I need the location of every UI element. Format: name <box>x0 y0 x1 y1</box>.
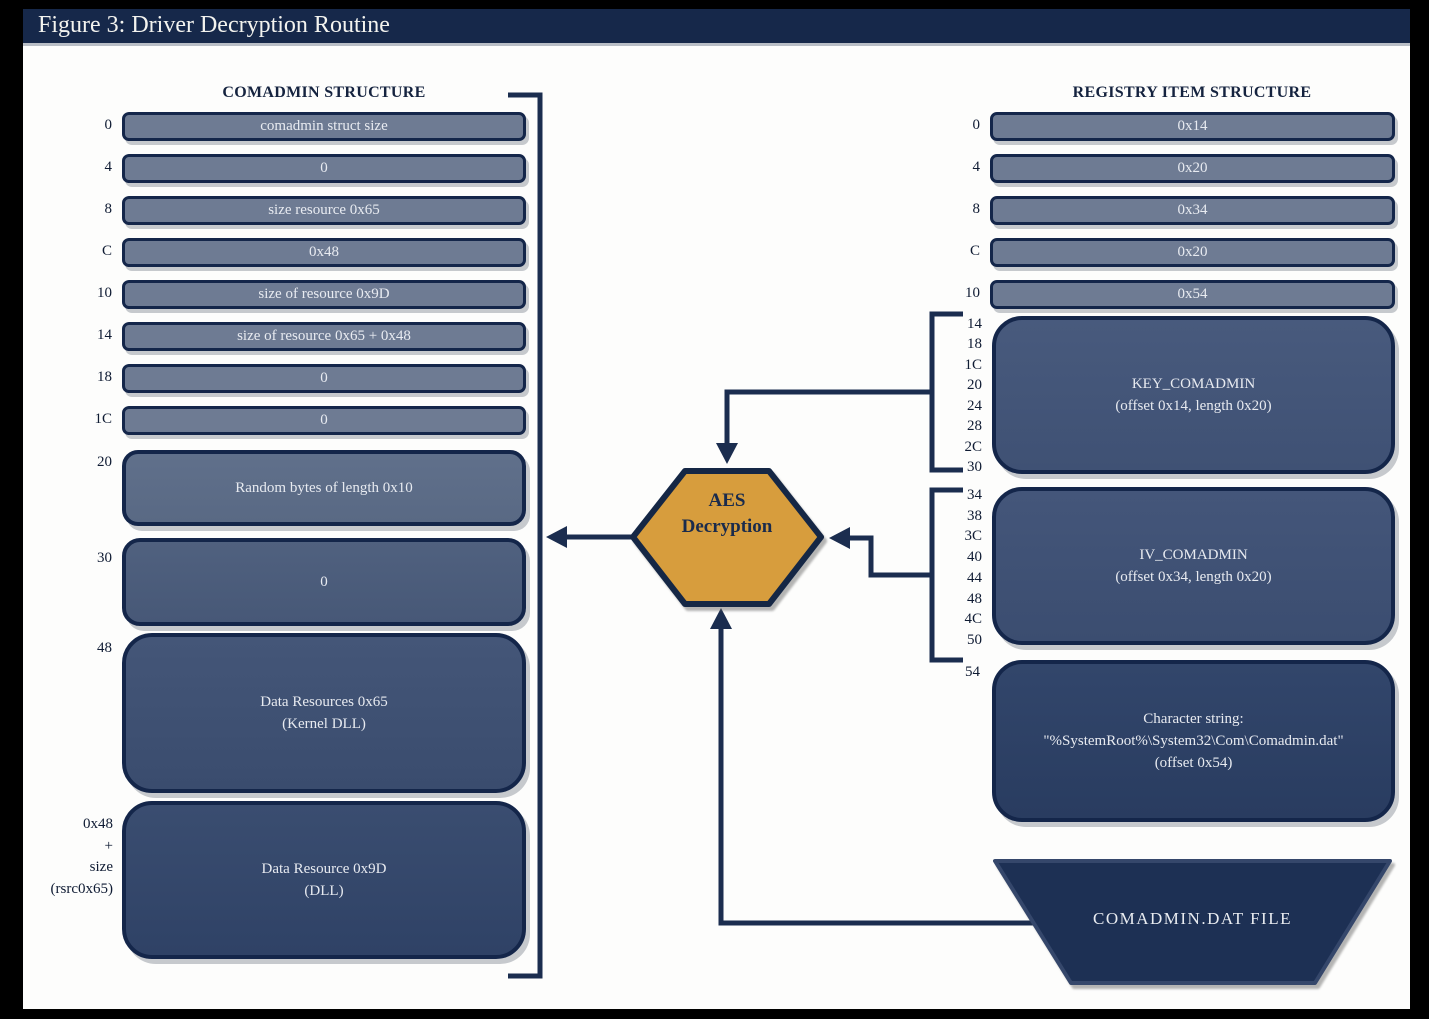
offset-label: 4 <box>972 159 981 175</box>
offset-label: C <box>101 243 112 259</box>
comadmin-row: size of resource 0x9D <box>122 280 526 309</box>
registry-row: 0x20 <box>990 154 1395 183</box>
offset-label: 1C <box>94 411 112 427</box>
registry-row: 0x20 <box>990 238 1395 267</box>
offset-label: 18 <box>97 369 112 385</box>
offset-label: 10 <box>965 285 980 301</box>
character-string-block: Character string: "%SystemRoot%\System32… <box>992 660 1395 822</box>
offset-label: 14 <box>97 327 112 343</box>
offset-label: 0 <box>104 117 113 133</box>
comadmin-row: comadmin struct size <box>122 112 526 141</box>
comadmin-dat-file-label: COMADMIN.DAT FILE <box>1093 909 1292 928</box>
iv-comadmin-block: IV_COMADMIN (offset 0x34, length 0x20) <box>992 487 1395 645</box>
data-resource-0x9d-block: Data Resource 0x9D (DLL) <box>122 801 526 959</box>
offset-label: 4 <box>104 159 113 175</box>
registry-item-structure-title: REGISTRY ITEM STRUCTURE <box>1072 84 1312 101</box>
key-offsets-column: 14 18 1C 20 24 28 2C 30 <box>964 316 982 475</box>
iv-offsets-column: 34 38 3C 40 44 48 4C 50 <box>964 487 982 648</box>
offset-label: 8 <box>972 201 981 217</box>
comadmin-row: 0x48 <box>122 238 526 267</box>
offset-label: 48 <box>97 640 112 656</box>
offset-label: 0 <box>972 117 981 133</box>
zero-block-30: 0 <box>122 538 526 626</box>
aes-decryption-label: AES Decryption <box>681 490 773 537</box>
offset-label-0x48-size: 0x48 + size (rsrc0x65) <box>50 816 113 897</box>
registry-row: 0x14 <box>990 112 1395 141</box>
comadmin-row: size resource 0x65 <box>122 196 526 225</box>
comadmin-row: size of resource 0x65 + 0x48 <box>122 322 526 351</box>
offset-label: 20 <box>97 454 112 470</box>
figure-title-bar: Figure 3: Driver Decryption Routine <box>23 9 1410 46</box>
comadmin-row: 0 <box>122 154 526 183</box>
random-bytes-block: Random bytes of length 0x10 <box>122 450 526 526</box>
offset-label: 30 <box>97 550 112 566</box>
comadmin-row: 0 <box>122 364 526 393</box>
offset-label: C <box>969 243 980 259</box>
offset-label: 54 <box>965 664 980 680</box>
offset-label: 10 <box>97 285 112 301</box>
offset-label: 8 <box>104 201 113 217</box>
figure-title: Figure 3: Driver Decryption Routine <box>38 12 390 38</box>
registry-row: 0x34 <box>990 196 1395 225</box>
comadmin-row: 0 <box>122 406 526 435</box>
key-comadmin-block: KEY_COMADMIN (offset 0x14, length 0x20) <box>992 316 1395 474</box>
data-resource-0x65-block: Data Resources 0x65 (Kernel DLL) <box>122 633 526 793</box>
registry-row: 0x54 <box>990 280 1395 309</box>
comadmin-structure-title: COMADMIN STRUCTURE <box>222 84 426 101</box>
